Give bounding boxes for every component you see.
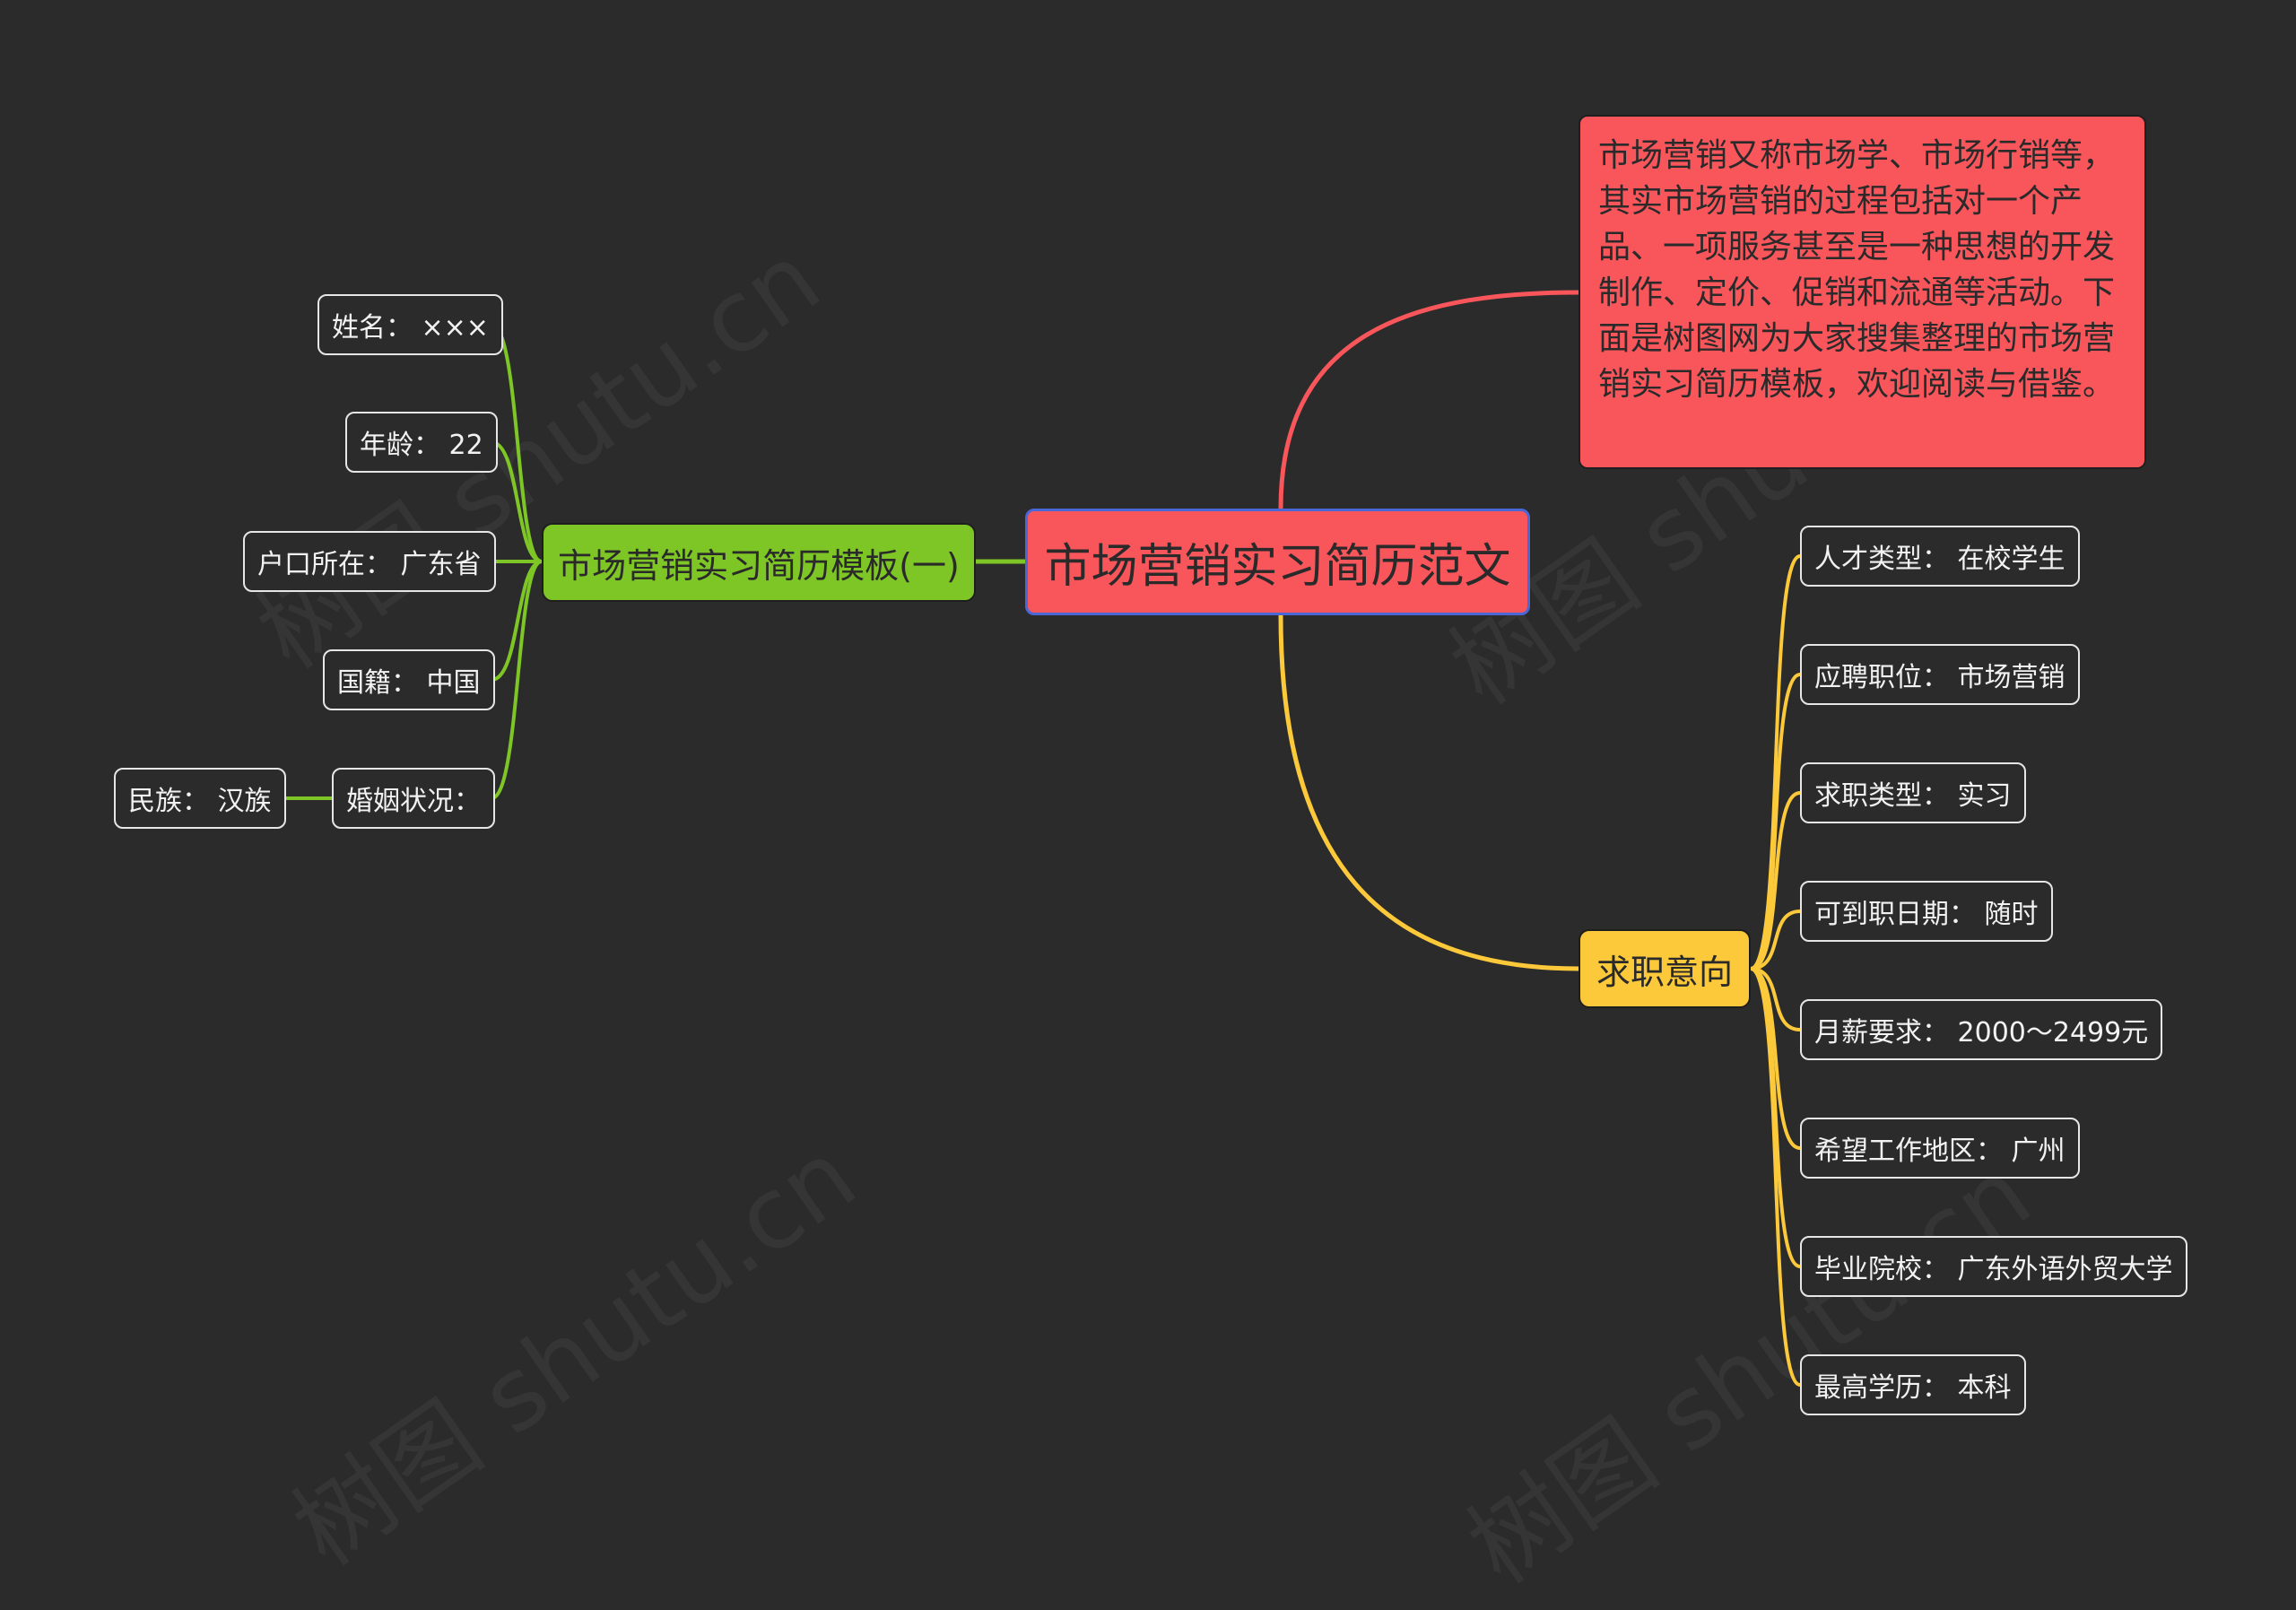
leaf-label: 民族： 汉族 [128, 786, 272, 817]
right-item-education[interactable]: 最高学历： 本科 [1800, 1354, 2026, 1415]
leaf-label: 求职类型： 实习 [1814, 780, 2012, 812]
left-branch-node[interactable]: 市场营销实习简历模板(一) [542, 523, 976, 602]
left-sub-item-ethnicity[interactable]: 民族： 汉族 [114, 768, 286, 829]
root-label: 市场营销实习简历范文 [1044, 540, 1511, 594]
connector-root-description [1278, 290, 1579, 509]
connector-left-item-2 [491, 440, 543, 563]
connector-right-item-7 [1750, 967, 1801, 1268]
description-text: 市场营销又称市场学、市场行销等，其实市场营销的过程包括对一个产品、一项服务甚至是… [1598, 137, 2116, 403]
leaf-label: 月薪要求： 2000～2499元 [1814, 1017, 2149, 1049]
left-item-nationality[interactable]: 国籍： 中国 [323, 649, 495, 710]
root-node[interactable]: 市场营销实习简历范文 [1025, 509, 1530, 615]
connector-left-item-1 [491, 323, 543, 563]
left-item-age[interactable]: 年龄： 22 [345, 412, 498, 473]
right-item-school[interactable]: 毕业院校： 广东外语外贸大学 [1800, 1236, 2187, 1297]
right-branch-node[interactable]: 求职意向 [1578, 929, 1751, 1008]
leaf-label: 毕业院校： 广东外语外贸大学 [1814, 1254, 2173, 1285]
leaf-label: 户口所在： 广东省 [257, 549, 482, 580]
right-item-job-type[interactable]: 求职类型： 实习 [1800, 762, 2026, 823]
description-node[interactable]: 市场营销又称市场学、市场行销等，其实市场营销的过程包括对一个产品、一项服务甚至是… [1578, 115, 2146, 469]
connector-right-item-4 [1750, 909, 1801, 970]
leaf-label: 婚姻状况： [346, 786, 481, 817]
right-branch-label: 求职意向 [1596, 952, 1733, 992]
left-branch-label: 市场营销实习简历模板(一) [558, 545, 960, 586]
mindmap-canvas: 树图 shutu.cn 树图 shutu.cn 树图 shutu.cn 树图 s… [114, 115, 2187, 1606]
leaf-label: 最高学历： 本科 [1814, 1372, 2012, 1404]
right-item-work-location[interactable]: 希望工作地区： 广州 [1800, 1118, 2080, 1179]
connector-right-item-8 [1750, 967, 1801, 1387]
leaf-label: 应聘职位： 市场营销 [1814, 662, 2066, 693]
leaf-label: 人才类型： 在校学生 [1814, 544, 2066, 575]
right-item-talent-type[interactable]: 人才类型： 在校学生 [1800, 526, 2080, 587]
left-item-marital-status[interactable]: 婚姻状况： [332, 768, 495, 829]
connector-left-item-5 [491, 560, 543, 800]
right-item-start-date[interactable]: 可到职日期： 随时 [1800, 881, 2053, 942]
connector-lines [283, 290, 1801, 1387]
leaf-label: 希望工作地区： 广州 [1814, 1136, 2066, 1167]
connector-left-item-4 [491, 560, 543, 682]
right-item-position[interactable]: 应聘职位： 市场营销 [1800, 644, 2080, 705]
connector-right-item-5 [1750, 967, 1801, 1031]
leaf-label: 可到职日期： 随时 [1814, 899, 2039, 930]
connector-right-item-3 [1750, 791, 1801, 970]
left-item-name[interactable]: 姓名： ××× [317, 294, 503, 355]
leaf-label: 年龄： 22 [360, 430, 483, 461]
connector-right-item-1 [1750, 554, 1801, 970]
leaf-label: 国籍： 中国 [337, 667, 481, 699]
connector-root-right-branch [1278, 614, 1579, 971]
leaf-label: 姓名： ××× [332, 312, 489, 344]
right-item-salary[interactable]: 月薪要求： 2000～2499元 [1800, 999, 2163, 1060]
connector-right-item-2 [1750, 673, 1801, 970]
left-item-hukou[interactable]: 户口所在： 广东省 [243, 531, 496, 592]
